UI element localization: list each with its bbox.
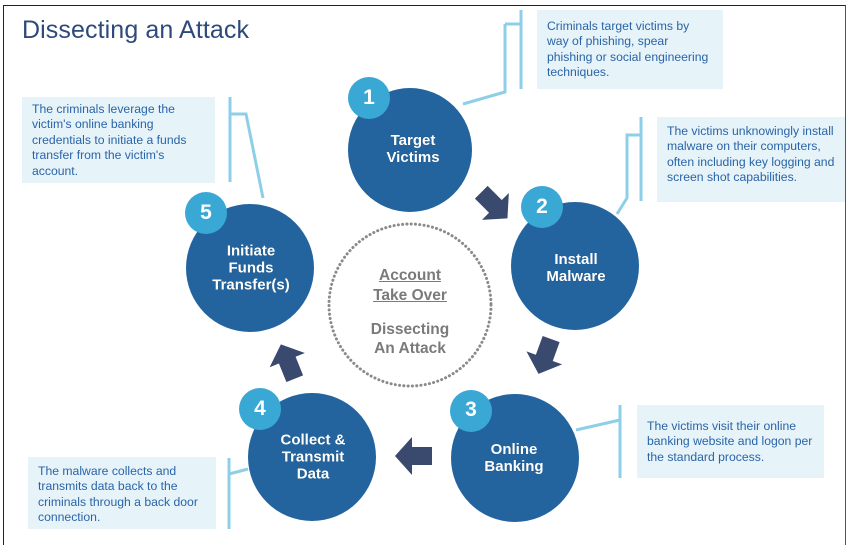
connector-step-4 xyxy=(228,467,249,476)
step-1-badge xyxy=(348,77,390,119)
callout-step-4: The malware collects and transmits data … xyxy=(28,457,216,529)
arrow-step-3-to-4 xyxy=(395,437,432,475)
step-4-label-line-1: Collect & xyxy=(280,431,346,449)
step-3-label-line-1: Online xyxy=(490,441,538,458)
step-4-label-line-3: Data xyxy=(296,465,330,483)
step-4-circle xyxy=(248,393,376,521)
step-3-label-line-2: Banking xyxy=(484,458,544,475)
step-2-label-line-1: Install xyxy=(554,251,598,268)
step-1-number: 1 xyxy=(363,86,375,109)
step-1-label-line-2: Victims xyxy=(386,149,440,166)
callout-step-2-text: The victims unknowingly install malware … xyxy=(667,124,835,185)
slide-frame xyxy=(3,5,846,545)
step-4-badge xyxy=(239,388,281,430)
step-5-label-line-3: Transfer(s) xyxy=(212,276,290,294)
step-5-number: 5 xyxy=(200,201,212,224)
step-1-label: Target Victims xyxy=(348,132,478,166)
step-2-label: Install Malware xyxy=(511,251,641,285)
center-dotted-circle xyxy=(327,222,493,388)
step-2-number: 2 xyxy=(536,195,548,218)
step-1-circle xyxy=(348,88,472,212)
center-heading-line-2: Take Over xyxy=(373,287,447,304)
center-sub-line-2: An Attack xyxy=(374,340,446,357)
callout-step-3: The victims visit their online banking w… xyxy=(637,405,824,478)
connector-step-1 xyxy=(462,24,507,106)
callout-step-1-text: Criminals target victims by way of phish… xyxy=(547,19,709,80)
center-sub-line-1: Dissecting xyxy=(370,321,450,338)
step-4-number: 4 xyxy=(254,397,266,420)
step-3-label: Online Banking xyxy=(449,441,579,475)
step-5-label-line-2: Funds xyxy=(228,259,274,277)
step-4-label: Collect & Transmit Data xyxy=(248,432,378,483)
arrow-step-2-to-3 xyxy=(526,336,563,374)
step-4-label-line-2: Transmit xyxy=(281,448,345,466)
step-2-circle xyxy=(511,202,639,330)
step-3-number: 3 xyxy=(465,398,477,421)
step-5-circle xyxy=(186,204,314,332)
step-5-label: Initiate Funds Transfer(s) xyxy=(186,243,316,294)
connector-step-2 xyxy=(615,133,641,215)
attack-cycle-diagram xyxy=(185,10,643,529)
page-title: Dissecting an Attack xyxy=(22,16,250,44)
connector-step-3 xyxy=(575,418,621,432)
callout-step-5-text: The criminals leverage the victim's onli… xyxy=(32,102,187,178)
callout-step-5: The criminals leverage the victim's onli… xyxy=(22,97,215,183)
callout-step-1: Criminals target victims by way of phish… xyxy=(537,10,723,89)
callout-step-2: The victims unknowingly install malware … xyxy=(657,117,845,202)
arrow-step-4-to-5 xyxy=(269,344,305,383)
step-5-badge xyxy=(185,192,227,234)
step-5-label-line-1: Initiate xyxy=(226,242,276,260)
callout-step-4-text: The malware collects and transmits data … xyxy=(38,464,198,525)
step-3-badge xyxy=(450,390,492,432)
center-heading-line-1: Account xyxy=(379,267,441,284)
arrow-step-1-to-2 xyxy=(474,185,509,220)
connector-step-5 xyxy=(230,112,265,199)
step-1-label-line-1: Target xyxy=(390,132,436,149)
step-2-badge xyxy=(521,186,563,228)
callout-step-3-text: The victims visit their online banking w… xyxy=(647,419,813,464)
step-2-label-line-2: Malware xyxy=(546,268,606,285)
